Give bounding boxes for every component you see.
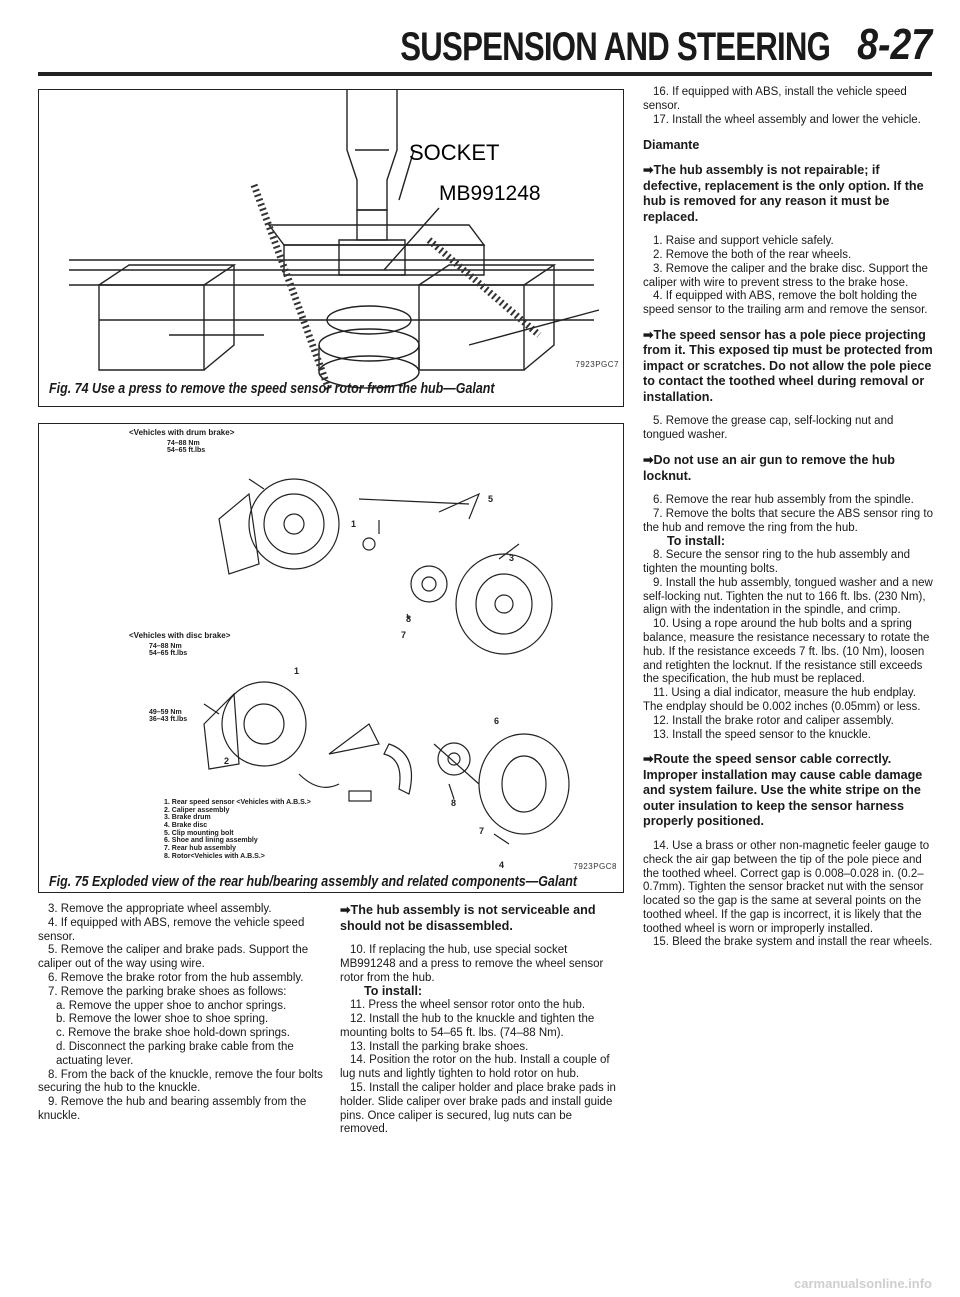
paragraph: c. Remove the brake shoe hold-down sprin… bbox=[56, 1027, 290, 1040]
paragraph: 14. Use a brass or other non-magnetic fe… bbox=[643, 839, 930, 935]
disc-torque-label: 74–88 Nm 54–65 ft.lbs bbox=[149, 643, 188, 658]
paragraph: b. Remove the lower shoe to shoe spring. bbox=[56, 1013, 269, 1026]
paragraph: 6. Remove the rear hub assembly from the… bbox=[653, 494, 914, 507]
paragraph: 3. Remove the appropriate wheel assembly… bbox=[48, 903, 272, 915]
svg-text:5: 5 bbox=[488, 494, 493, 504]
paragraph: 13. Install the parking brake shoes. bbox=[350, 1040, 529, 1053]
paragraph: 13. Install the speed sensor to the knuc… bbox=[653, 728, 871, 741]
paragraph: 5. Remove the caliper and brake pads. Su… bbox=[38, 944, 309, 971]
legend-item: 4. Brake disc bbox=[164, 822, 208, 830]
paragraph: a. Remove the upper shoe to anchor sprin… bbox=[56, 999, 287, 1012]
figure-75: 5 1 3 8 7 1 6 2 8 7 4 <Vehicles with dru… bbox=[38, 423, 624, 893]
watermark: carmanualsonline.info bbox=[794, 1276, 932, 1291]
svg-text:8: 8 bbox=[451, 798, 456, 808]
paragraph: 3. Remove the caliper and the brake disc… bbox=[643, 262, 928, 289]
page-number: 8-27 bbox=[857, 20, 932, 69]
legend-item: 8. Rotor<Vehicles with A.B.S.> bbox=[164, 852, 265, 860]
paragraph: 2. Remove the both of the rear wheels. bbox=[653, 248, 852, 261]
section-title: SUSPENSION AND STEERING bbox=[400, 25, 831, 69]
paragraph: 10. Using a rope around the hub bolts an… bbox=[643, 618, 930, 686]
disc-brake-label: <Vehicles with disc brake> bbox=[129, 631, 231, 640]
paragraph: 7. Remove the parking brake shoes as fol… bbox=[48, 985, 287, 998]
paragraph: 5. Remove the grease cap, self-locking n… bbox=[643, 415, 894, 442]
section-heading: Diamante bbox=[643, 138, 700, 153]
paragraph: 9. Install the hub assembly, tongued was… bbox=[643, 576, 933, 617]
service-note: ➡The speed sensor has a pole piece proje… bbox=[643, 327, 933, 404]
figure-74: SOCKET MB991248 7923PGC7 Fig. 74 Use a p… bbox=[38, 89, 624, 407]
caliper-torque-label: 49–59 Nm 36–43 ft.lbs bbox=[149, 709, 188, 724]
legend-item: 2. Caliper assembly bbox=[164, 806, 230, 814]
svg-text:4: 4 bbox=[499, 860, 504, 870]
paragraph: 4. If equipped with ABS, remove the vehi… bbox=[38, 916, 305, 943]
svg-text:3: 3 bbox=[509, 553, 514, 563]
paragraph: 9. Remove the hub and bearing assembly f… bbox=[38, 1096, 307, 1122]
paragraph: 4. If equipped with ABS, remove the bolt… bbox=[643, 290, 928, 317]
drum-brake-label: <Vehicles with drum brake> bbox=[129, 428, 235, 437]
svg-text:1: 1 bbox=[351, 519, 356, 529]
paragraph: 16. If equipped with ABS, install the ve… bbox=[643, 86, 907, 112]
svg-text:6: 6 bbox=[494, 716, 499, 726]
text-column-1: 3. Remove the appropriate wheel assembly… bbox=[38, 893, 324, 1124]
svg-text:7: 7 bbox=[479, 826, 484, 836]
paragraph: 8. From the back of the knuckle, remove … bbox=[38, 1068, 323, 1095]
figure-caption: Fig. 75 Exploded view of the rear hub/be… bbox=[49, 874, 578, 890]
paragraph: 11. Press the wheel sensor rotor onto th… bbox=[350, 999, 586, 1012]
paragraph: 8. Secure the sensor ring to the hub ass… bbox=[643, 549, 910, 576]
paragraph: 17. Install the wheel assembly and lower… bbox=[653, 113, 921, 126]
svg-text:1: 1 bbox=[294, 666, 299, 676]
paragraph: 6. Remove the brake rotor from the hub a… bbox=[48, 971, 304, 984]
figure-caption: Fig. 74 Use a press to remove the speed … bbox=[49, 381, 495, 397]
paragraph: 10. If replacing the hub, use special so… bbox=[340, 944, 604, 984]
svg-text:7: 7 bbox=[401, 630, 406, 640]
text-column-2: ➡The hub assembly is not serviceable and… bbox=[340, 893, 623, 1137]
paragraph: 12. Install the brake rotor and caliper … bbox=[653, 714, 894, 727]
paragraph: 7. Remove the bolts that secure the ABS … bbox=[643, 507, 933, 534]
paragraph: 12. Install the hub to the knuckle and t… bbox=[340, 1012, 595, 1039]
paragraph: 15. Bleed the brake system and install t… bbox=[653, 936, 933, 949]
exploded-hub-illustration: 5 1 3 8 7 1 6 2 8 7 4 bbox=[203, 478, 570, 870]
drum-torque-label: 74–88 Nm 54–65 ft.lbs bbox=[167, 440, 206, 455]
paragraph: 1. Raise and support vehicle safely. bbox=[653, 235, 834, 248]
paragraph: d. Disconnect the parking brake cable fr… bbox=[56, 1040, 294, 1067]
text-column-3: 16. If equipped with ABS, install the ve… bbox=[643, 86, 933, 950]
parts-legend: 1. Rear speed sensor <Vehicles with A.B.… bbox=[164, 799, 311, 861]
socket-label: SOCKET bbox=[409, 140, 499, 165]
paragraph: 14. Position the rotor on the hub. Insta… bbox=[340, 1054, 610, 1081]
legend-item: 1. Rear speed sensor <Vehicles with A.B.… bbox=[164, 799, 311, 806]
install-heading: To install: bbox=[667, 534, 726, 549]
service-note: ➡Route the speed sensor cable correctly.… bbox=[643, 752, 923, 829]
service-note: ➡The hub assembly is not serviceable and… bbox=[340, 903, 596, 933]
svg-text:2: 2 bbox=[224, 756, 229, 766]
service-note: ➡Do not use an air gun to remove the hub… bbox=[643, 453, 895, 483]
page-header: SUSPENSION AND STEERING 8-27 bbox=[279, 10, 932, 70]
header-rule bbox=[38, 72, 932, 76]
paragraph: 15. Install the caliper holder and place… bbox=[340, 1081, 616, 1136]
press-tool-illustration: SOCKET MB991248 bbox=[69, 90, 600, 392]
figure-id: 7923PGC7 bbox=[575, 360, 619, 369]
legend-item: 5. Clip mounting bolt bbox=[164, 829, 234, 837]
legend-item: 6. Shoe and lining assembly bbox=[164, 837, 258, 845]
legend-item: 7. Rear hub assembly bbox=[164, 845, 236, 853]
figure-id: 7923PGC8 bbox=[573, 862, 617, 871]
service-note: ➡The hub assembly is not repairable; if … bbox=[643, 163, 924, 224]
svg-text:8: 8 bbox=[406, 614, 411, 624]
tool-number-label: MB991248 bbox=[439, 182, 541, 205]
paragraph: 11. Using a dial indicator, measure the … bbox=[643, 687, 921, 714]
legend-item: 3. Brake drum bbox=[164, 814, 211, 822]
install-heading: To install: bbox=[364, 984, 423, 999]
